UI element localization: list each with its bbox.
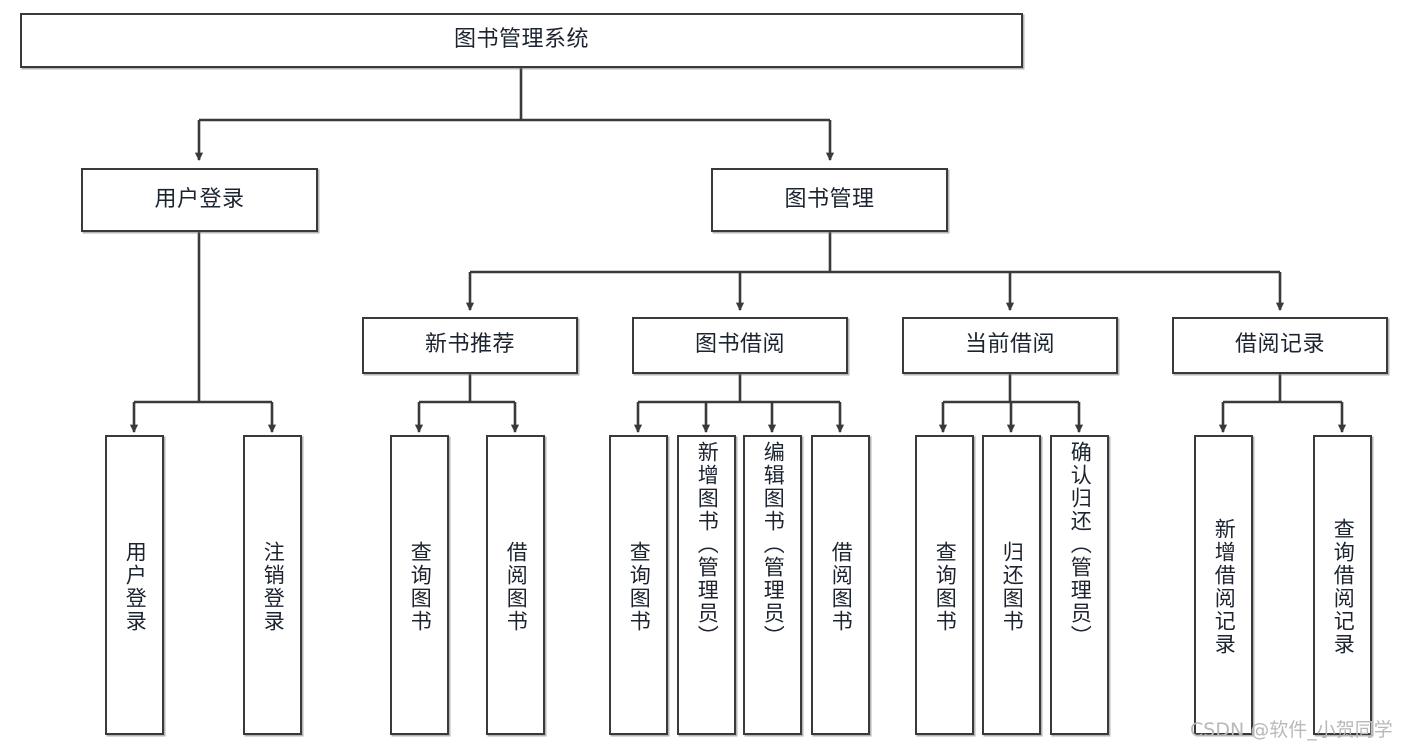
node-label: 新增图书（管理员） — [695, 441, 720, 648]
node-label: 当前借阅 — [964, 332, 1055, 358]
leaf-user-logout[interactable]: 注销登录 — [243, 435, 302, 735]
leaf-add-borrow-record[interactable]: 新增借阅记录 — [1194, 435, 1253, 735]
node-label: 归还图书 — [1000, 541, 1025, 633]
node-label: 查询借阅记录 — [1331, 518, 1356, 656]
node-label: 查询图书 — [933, 541, 958, 633]
leaf-confirm-return-admin[interactable]: 确认归还（管理员） — [1050, 435, 1109, 735]
node-label: 新书推荐 — [424, 332, 515, 358]
node-label: 查询图书 — [408, 541, 433, 633]
leaf-borrow-book[interactable]: 借阅图书 — [811, 435, 870, 735]
node-label: 图书借阅 — [694, 332, 785, 358]
node-label: 查询图书 — [627, 541, 652, 633]
node-label: 图书管理 — [784, 186, 875, 212]
node-label: 新增借阅记录 — [1212, 518, 1237, 656]
node-label: 用户登录 — [154, 186, 245, 212]
leaf-user-login[interactable]: 用户登录 — [105, 435, 164, 735]
node-new-book-recommend[interactable]: 新书推荐 — [362, 317, 578, 374]
node-label: 借阅记录 — [1234, 332, 1325, 358]
leaf-query-book-borrow[interactable]: 查询图书 — [609, 435, 668, 735]
node-label: 确认归还（管理员） — [1068, 441, 1093, 648]
node-book-management[interactable]: 图书管理 — [711, 168, 948, 232]
leaf-add-book-admin[interactable]: 新增图书（管理员） — [677, 435, 736, 735]
node-label: 注销登录 — [261, 541, 286, 633]
node-label: 借阅图书 — [829, 541, 854, 633]
leaf-edit-book-admin[interactable]: 编辑图书（管理员） — [743, 435, 802, 735]
node-label: 用户登录 — [123, 541, 148, 633]
node-current-borrow[interactable]: 当前借阅 — [902, 317, 1118, 374]
node-user-login[interactable]: 用户登录 — [81, 168, 318, 232]
leaf-query-book-current[interactable]: 查询图书 — [915, 435, 974, 735]
node-label: 借阅图书 — [504, 541, 529, 633]
node-borrow-record[interactable]: 借阅记录 — [1172, 317, 1388, 374]
node-label: 图书管理系统 — [453, 27, 589, 53]
leaf-borrow-book-newbook[interactable]: 借阅图书 — [486, 435, 545, 735]
csdn-watermark: CSDN @软件_小贺同学 — [1190, 719, 1393, 741]
leaf-query-borrow-record[interactable]: 查询借阅记录 — [1313, 435, 1372, 735]
node-root-system[interactable]: 图书管理系统 — [20, 13, 1023, 68]
leaf-query-book-newbook[interactable]: 查询图书 — [390, 435, 449, 735]
leaf-return-book[interactable]: 归还图书 — [982, 435, 1041, 735]
node-label: 编辑图书（管理员） — [761, 441, 786, 648]
node-book-borrow[interactable]: 图书借阅 — [632, 317, 848, 374]
